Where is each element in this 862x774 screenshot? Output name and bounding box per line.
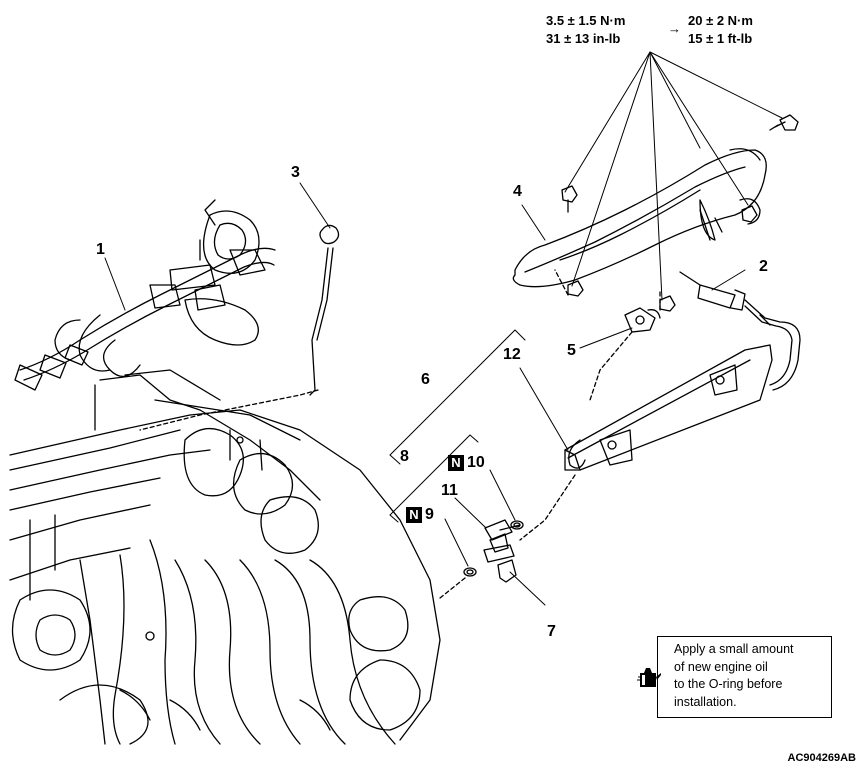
callout-8: 8	[400, 448, 409, 465]
callout-1: 1	[96, 241, 105, 258]
note-line-4: installation.	[674, 694, 737, 709]
callout-7: 7	[547, 623, 556, 640]
callout-9: 9	[425, 506, 434, 523]
callout-10: 10	[467, 454, 485, 471]
part-12-fuel-rail	[519, 344, 773, 541]
torque-final-nm: 20 ± 2 N·m	[688, 13, 753, 28]
callout-3: 3	[291, 164, 300, 181]
new-part-badge-9: N	[406, 507, 422, 523]
callout-4: 4	[513, 183, 522, 200]
new-part-badge-10: N	[448, 455, 464, 471]
part-7-clip	[497, 559, 517, 583]
callout-5: 5	[567, 342, 576, 359]
torque-arrow: →	[668, 21, 681, 36]
callout-12: 12	[503, 346, 521, 363]
torque-final-ftlb: 15 ± 1 ft-lb	[688, 31, 753, 46]
torque-initial-inlb: 31 ± 13 in-lb	[546, 31, 621, 46]
part-10-o-ring	[510, 520, 524, 530]
figure-code: AC904269AB	[787, 752, 856, 764]
note-line-1: Apply a small amount	[674, 642, 794, 656]
instruction-note: Apply a small amount of new engine oil t…	[637, 636, 832, 718]
torque-spec: 3.5 ± 1.5 N·m 31 ± 13 in-lb → 20 ± 2 N·m…	[540, 12, 770, 52]
bolt-group	[554, 114, 799, 312]
part-4-pipe-cover	[512, 148, 767, 288]
part-3-dipstick	[139, 224, 340, 431]
part-2-connector	[679, 271, 801, 391]
note-line-2: of new engine oil	[674, 659, 768, 674]
callout-6: 6	[421, 371, 430, 388]
part-11-injector	[483, 519, 521, 563]
part-9-o-ring	[439, 567, 477, 599]
note-line-3: to the O-ring before	[674, 677, 783, 691]
torque-initial-nm: 3.5 ± 1.5 N·m	[546, 13, 626, 28]
callout-11: 11	[441, 482, 458, 499]
callout-2: 2	[759, 258, 768, 275]
part-5-bracket	[589, 307, 661, 401]
oil-can-icon	[637, 668, 661, 687]
part-1-harness	[14, 199, 276, 391]
leader-lines	[104, 51, 783, 606]
engine-assembly	[9, 369, 441, 745]
